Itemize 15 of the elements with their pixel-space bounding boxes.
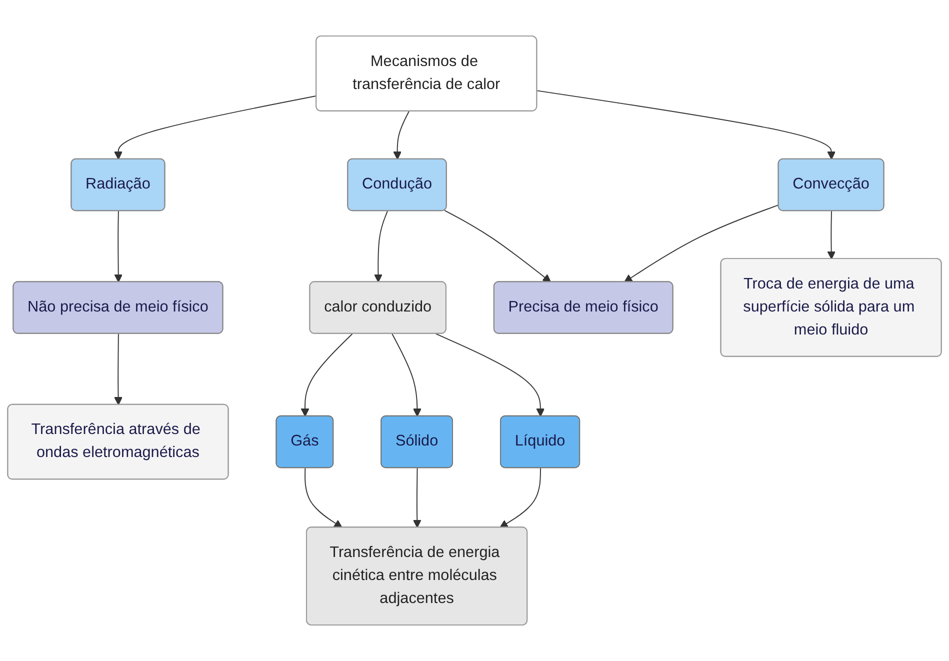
- arrow: [114, 95, 318, 160]
- arrow: [393, 110, 410, 160]
- arrow: [624, 204, 780, 282]
- arrow: [114, 333, 123, 406]
- arrow: [500, 468, 541, 528]
- arrow: [374, 210, 388, 282]
- arrow: [435, 333, 545, 417]
- arrow: [300, 333, 353, 417]
- arrow: [444, 210, 552, 282]
- arrow: [536, 90, 836, 160]
- arrow: [827, 210, 836, 260]
- arrow: [412, 468, 422, 528]
- arrow: [304, 468, 342, 528]
- arrow: [114, 210, 123, 282]
- arrow: [392, 333, 422, 417]
